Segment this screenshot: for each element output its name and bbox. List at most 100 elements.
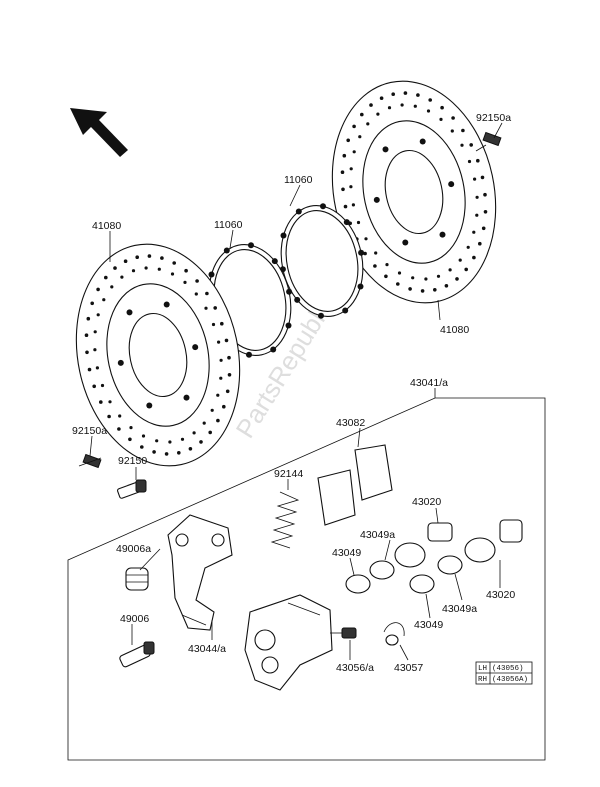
disc-drill-hole [93, 348, 97, 352]
disc-drill-hole [195, 279, 199, 283]
disc-drill-hole [360, 112, 364, 117]
disc-drill-hole [464, 267, 469, 272]
disc-drill-hole [155, 439, 159, 443]
disc-mount-hole [126, 309, 133, 316]
disc-drill-hole [117, 427, 121, 431]
piston-large [394, 519, 523, 568]
label-bolt-disc-left: 92150a [72, 425, 107, 437]
disc-drill-hole [466, 245, 470, 249]
label-bracket: 43044/a [188, 643, 226, 655]
disc-drill-hole [451, 116, 455, 120]
gasket-tab [358, 249, 365, 256]
disc-drill-hole [439, 117, 443, 121]
caliper-assembly-frame [67, 397, 546, 761]
disc-drill-hole [450, 129, 454, 133]
disc-drill-hole [346, 138, 351, 143]
gasket-tab [280, 232, 287, 239]
boot [125, 567, 149, 591]
disc-drill-hole [217, 340, 221, 344]
disc-drill-hole [436, 274, 441, 278]
disc-drill-hole [408, 287, 412, 291]
disc-drill-hole [387, 106, 392, 110]
disc-bolt-left [78, 453, 102, 469]
gasket-right [279, 203, 365, 319]
brake-pads [317, 444, 393, 526]
disc-drill-hole [204, 306, 208, 310]
disc-drill-hole [141, 434, 146, 438]
disc-drill-hole [85, 350, 89, 355]
disc-drill-hole [205, 291, 209, 296]
side-legend: LH (43056) RH (43056A) [475, 661, 533, 685]
disc-drill-hole [358, 135, 362, 139]
label-piston-small: 43020 [412, 496, 441, 508]
disc-drill-hole [128, 437, 132, 442]
disc-drill-hole [400, 103, 404, 107]
disc-drill-hole [120, 275, 124, 279]
disc-drill-hole [411, 276, 415, 280]
disc-drill-hole [192, 431, 196, 435]
disc-drill-hole [475, 213, 479, 217]
piston-small [427, 522, 453, 542]
disc-drill-hole [216, 418, 220, 423]
gasket-tab [342, 307, 349, 314]
disc-drill-hole [444, 284, 449, 288]
disc-drill-hole [170, 272, 175, 276]
disc-drill-hole [483, 192, 487, 197]
disc-mount-hole [373, 196, 380, 203]
gasket-tab [294, 296, 301, 303]
disc-drill-hole [219, 358, 223, 362]
disc-drill-hole [352, 150, 356, 154]
leader-lines [89, 122, 503, 661]
disc-drill-hole [210, 408, 214, 412]
disc-drill-hole [123, 259, 128, 264]
disc-drill-hole [102, 298, 106, 302]
label-pad-spring: 92144 [274, 468, 303, 480]
disc-drill-hole [403, 91, 408, 95]
gasket-tab [271, 258, 278, 265]
legend-lh-code: (43056) [492, 665, 524, 673]
disc-mount-hole [439, 231, 446, 238]
disc-drill-hole [480, 175, 485, 180]
disc-drill-hole [413, 104, 417, 108]
disc-drill-hole [366, 122, 370, 126]
disc-drill-hole [416, 93, 420, 97]
disc-drill-hole [87, 367, 92, 372]
label-pad-set: 43082 [336, 417, 365, 429]
disc-drill-hole [213, 306, 217, 310]
label-disc-left: 41080 [92, 220, 121, 232]
disc-drill-hole [420, 289, 425, 293]
disc-drill-hole [95, 366, 99, 370]
gasket-tab [295, 208, 302, 215]
disc-drill-hole [373, 264, 377, 268]
disc-mount-hole [402, 239, 409, 246]
gasket-tab [343, 219, 350, 226]
disc-drill-hole [144, 266, 148, 270]
gasket-tab [318, 312, 324, 319]
disc-bolt-right [475, 131, 502, 152]
disc-drill-hole [397, 271, 402, 275]
gasket-tab [270, 346, 277, 353]
disc-drill-hole [352, 124, 356, 129]
disc-drill-hole [426, 109, 431, 113]
label-gasket-right: 11060 [284, 174, 313, 186]
gasket-tab [285, 322, 292, 329]
disc-mount-hole [419, 138, 426, 145]
disc-drill-hole [93, 330, 97, 334]
disc-drill-hole [469, 143, 474, 147]
disc-drill-hole [458, 258, 462, 262]
disc-drill-hole [472, 230, 476, 234]
label-bolt-bracket: 92150 [118, 455, 147, 467]
label-seal-dust-upper: 43049a [360, 529, 395, 541]
disc-drill-hole [219, 376, 223, 380]
disc-drill-hole [160, 256, 164, 260]
disc-drill-hole [369, 103, 373, 107]
disc-drill-hole [478, 241, 482, 246]
disc-drill-hole [118, 414, 122, 418]
disc-drill-hole [340, 170, 345, 174]
disc-drill-hole [433, 288, 437, 292]
disc-drill-hole [199, 440, 203, 444]
disc-mount-hole [146, 402, 153, 409]
disc-drill-hole [100, 383, 105, 388]
disc-drill-hole [356, 220, 361, 225]
